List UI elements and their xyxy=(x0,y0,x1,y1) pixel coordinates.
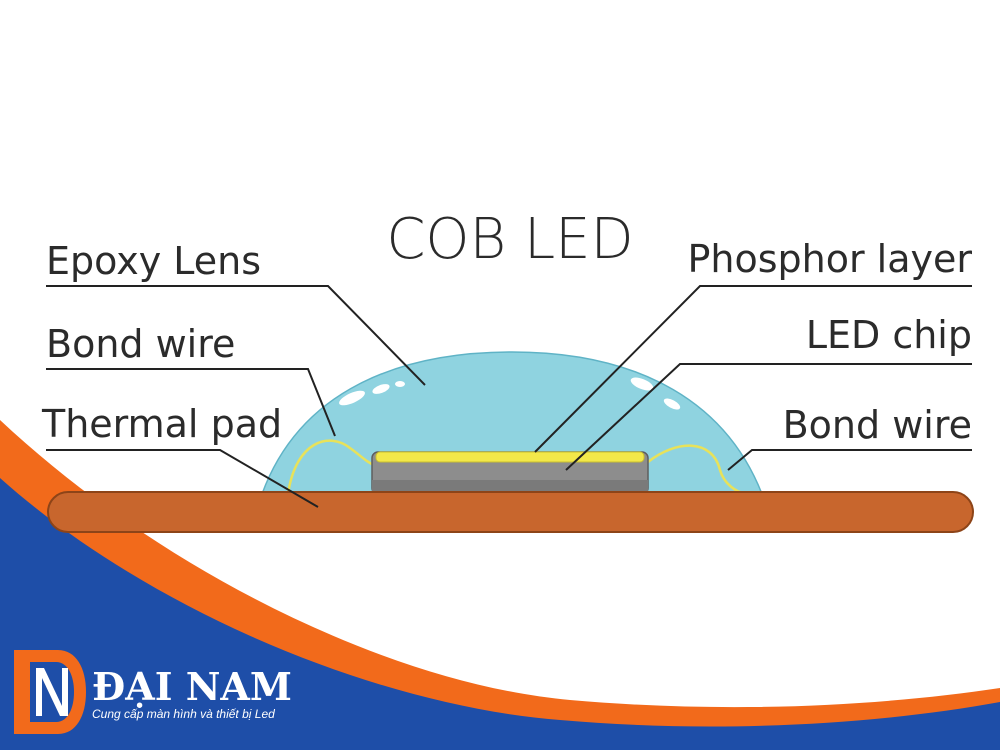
leader-bond-wire-left xyxy=(46,368,336,437)
brand-tagline: Cung cấp màn hình và thiết bị Led xyxy=(92,707,275,721)
thermal-pad-shape xyxy=(47,491,974,533)
lens-highlight-right xyxy=(630,377,654,391)
lens-highlight-left xyxy=(339,390,365,406)
brand-background xyxy=(0,420,1000,750)
leader-thermal-pad xyxy=(46,449,319,508)
lens-highlights xyxy=(339,377,681,410)
brand-name: ĐẠI NAM xyxy=(92,664,292,709)
lens-highlight-left-2 xyxy=(372,384,390,394)
lens-highlight-left-3 xyxy=(395,381,405,387)
dai-nam-logo-icon xyxy=(14,650,86,734)
label-thermal-pad: Thermal pad xyxy=(41,402,282,446)
brand-blue-swoosh xyxy=(0,460,1000,750)
brand-orange-swoosh xyxy=(0,420,1000,727)
leader-phosphor-layer xyxy=(534,285,972,453)
led-chip-base xyxy=(372,480,648,494)
leader-bond-wire-right xyxy=(727,449,972,471)
label-led-chip: LED chip xyxy=(806,313,972,357)
logo-n-letter xyxy=(36,668,68,716)
bond-wire-left-shape xyxy=(286,439,377,495)
lens-highlight-right-2 xyxy=(663,398,681,410)
leader-led-chip xyxy=(565,363,972,471)
brand-logo: ĐẠI NAM Cung cấp màn hình và thiết bị Le… xyxy=(14,650,292,734)
phosphor-layer-shape xyxy=(375,451,645,463)
label-bond-wire-left: Bond wire xyxy=(46,322,235,366)
label-epoxy-lens: Epoxy Lens xyxy=(46,239,261,283)
label-bond-wire-right: Bond wire xyxy=(783,403,972,447)
label-phosphor-layer: Phosphor layer xyxy=(687,237,972,281)
leader-epoxy-lens xyxy=(46,285,426,386)
diagram-title: COB LED xyxy=(386,207,633,272)
bond-wire-right-shape xyxy=(647,444,747,496)
